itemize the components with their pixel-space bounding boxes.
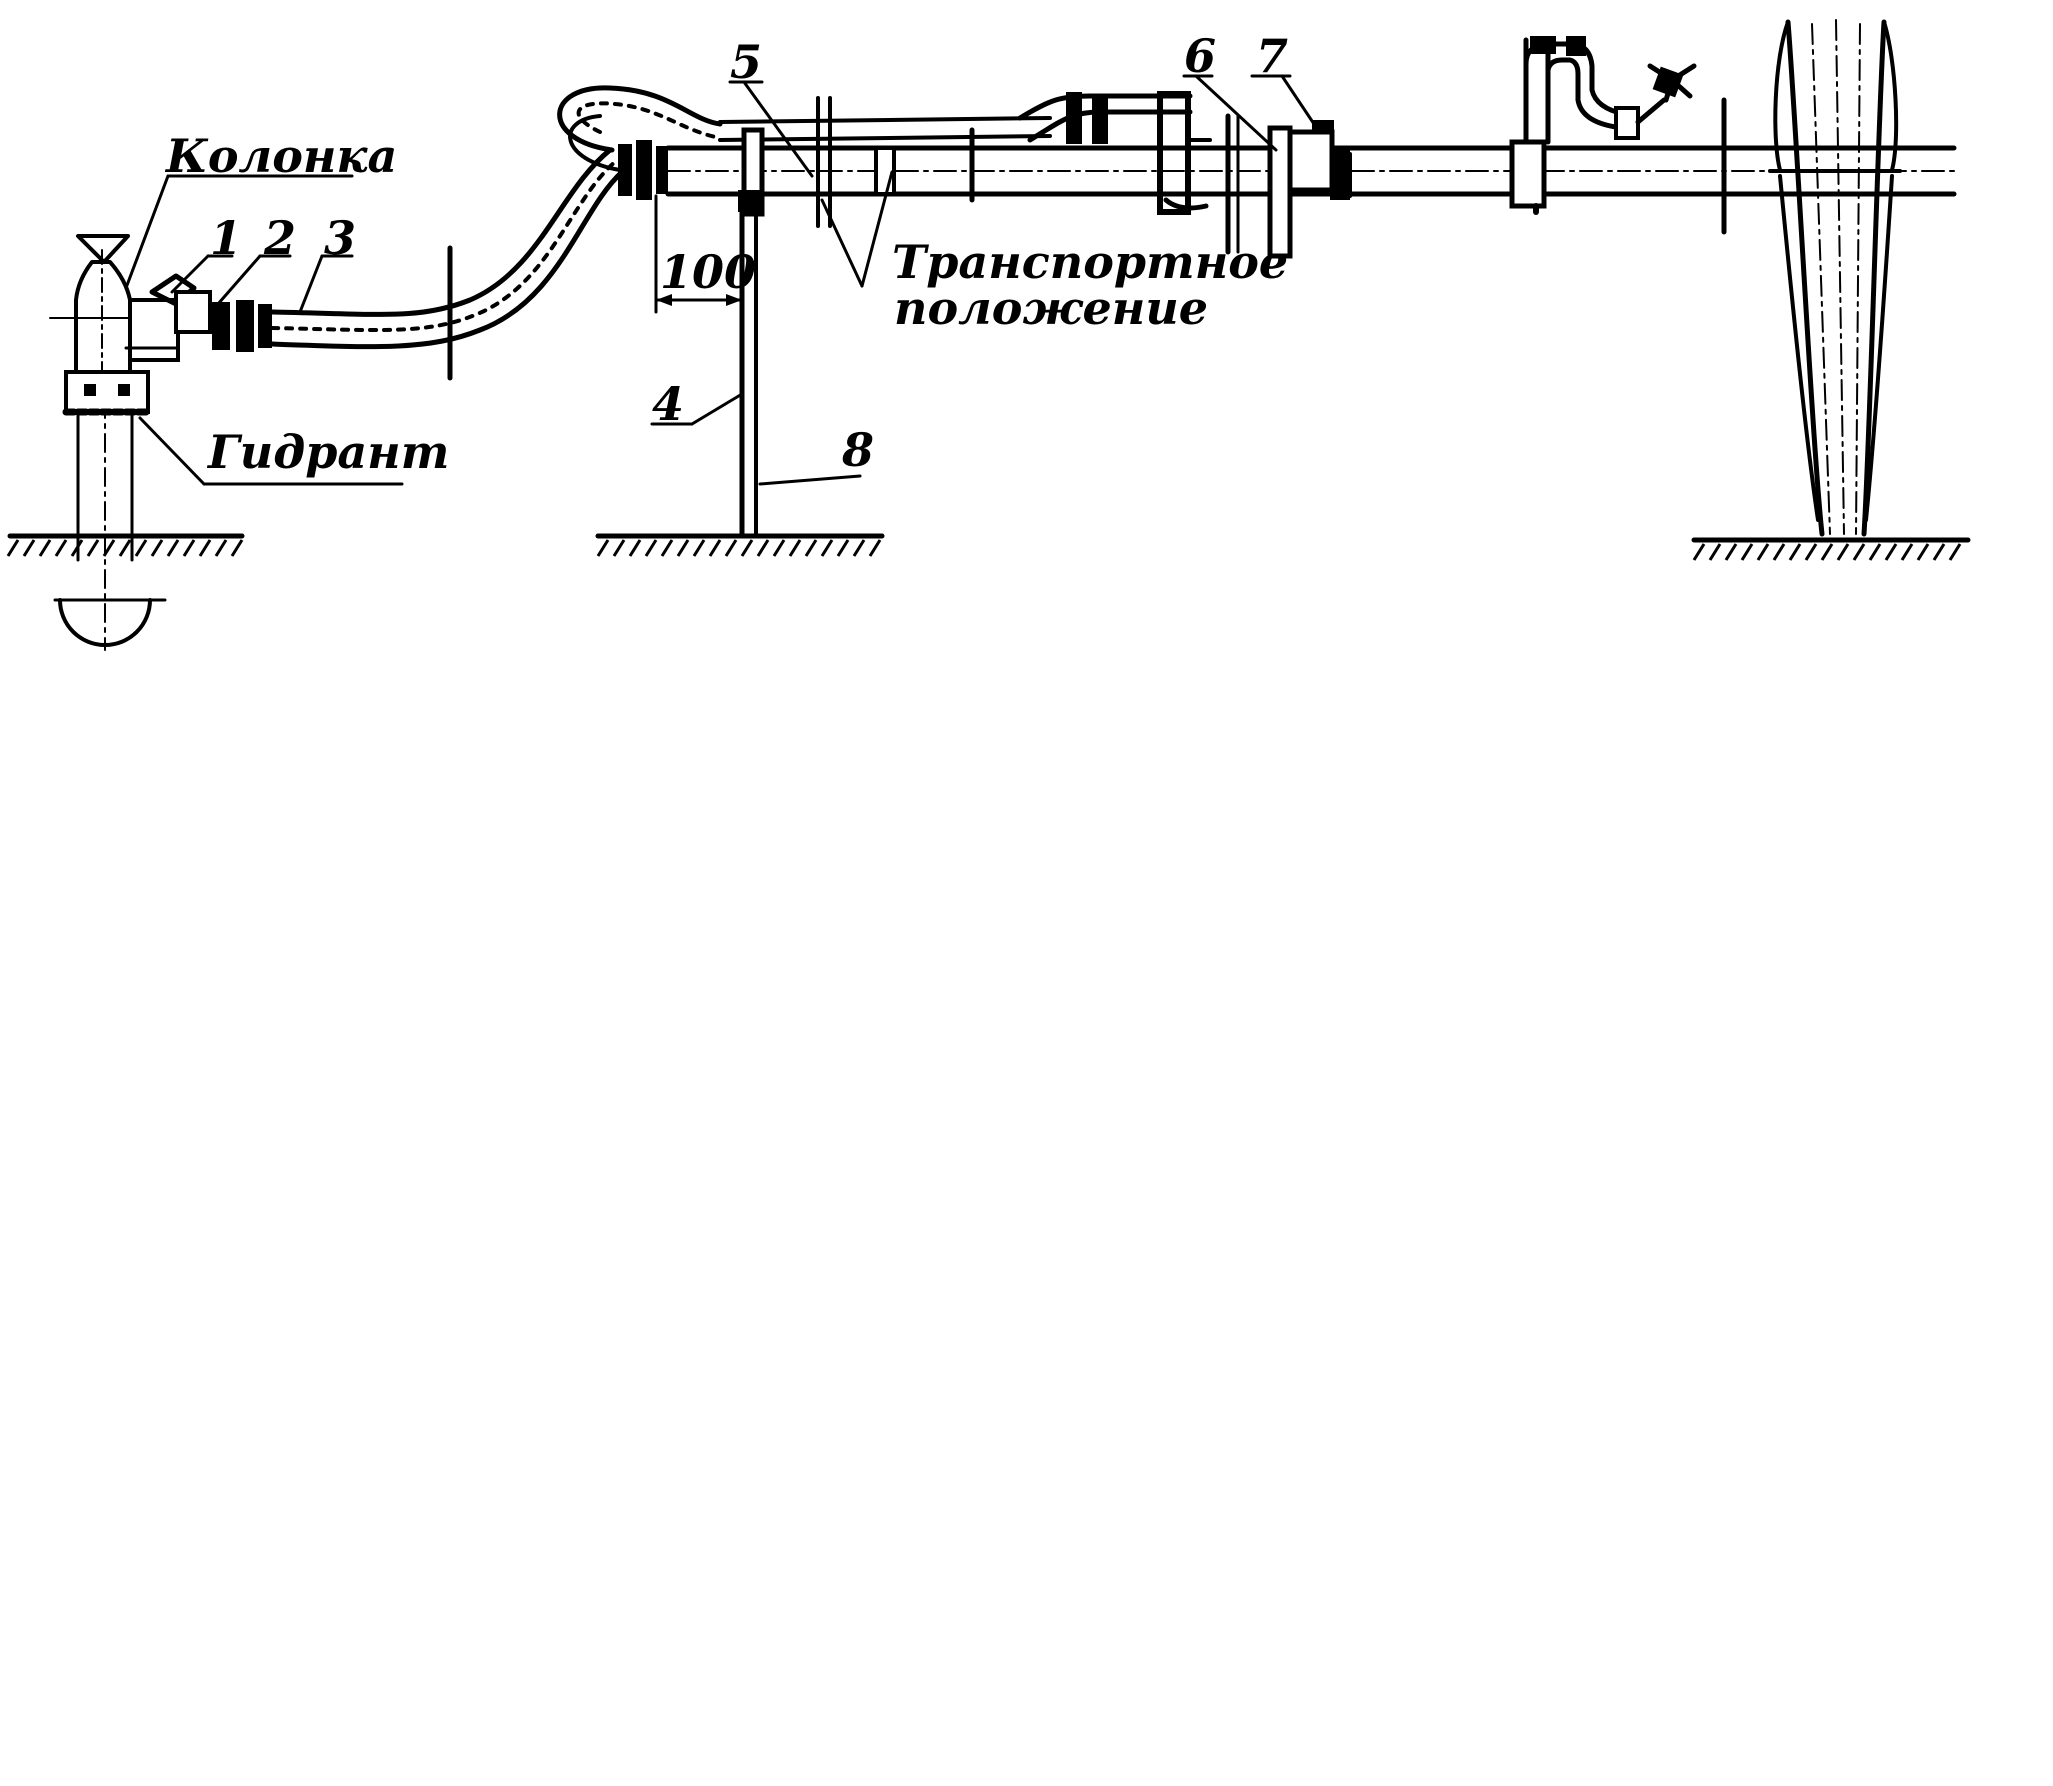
label-dimension-100: 100 — [660, 245, 756, 299]
ground-middle — [595, 533, 885, 557]
label-part-2: 2 — [263, 211, 296, 265]
label-part-5: 5 — [730, 35, 762, 89]
valve-1 — [149, 273, 212, 334]
label-hydrant: Гидрант — [206, 425, 449, 479]
flexible-hose-3 — [269, 85, 723, 381]
label-part-4: 4 — [652, 377, 684, 431]
support-4 — [738, 190, 760, 539]
wheel — [1768, 19, 1902, 537]
hydrant-assembly — [49, 234, 180, 651]
label-part-7: 7 — [1256, 29, 1288, 83]
ground-left — [6, 533, 245, 557]
label-part-8: 8 — [841, 423, 874, 477]
leader-lines — [124, 74, 1316, 486]
label-part-1: 1 — [210, 211, 242, 265]
coupling-6-7 — [1267, 120, 1352, 259]
label-part-6: 6 — [1184, 29, 1216, 83]
coupling-2 — [212, 300, 272, 352]
label-column: Колонка — [164, 129, 397, 183]
label-transport-line2: положение — [894, 281, 1208, 335]
hose-coupling — [618, 140, 668, 200]
label-transport-line1: Транспортное — [892, 235, 1288, 289]
ground-right — [1691, 537, 1971, 561]
label-part-3: 3 — [324, 211, 356, 265]
sprinkler-riser — [1509, 36, 1697, 215]
